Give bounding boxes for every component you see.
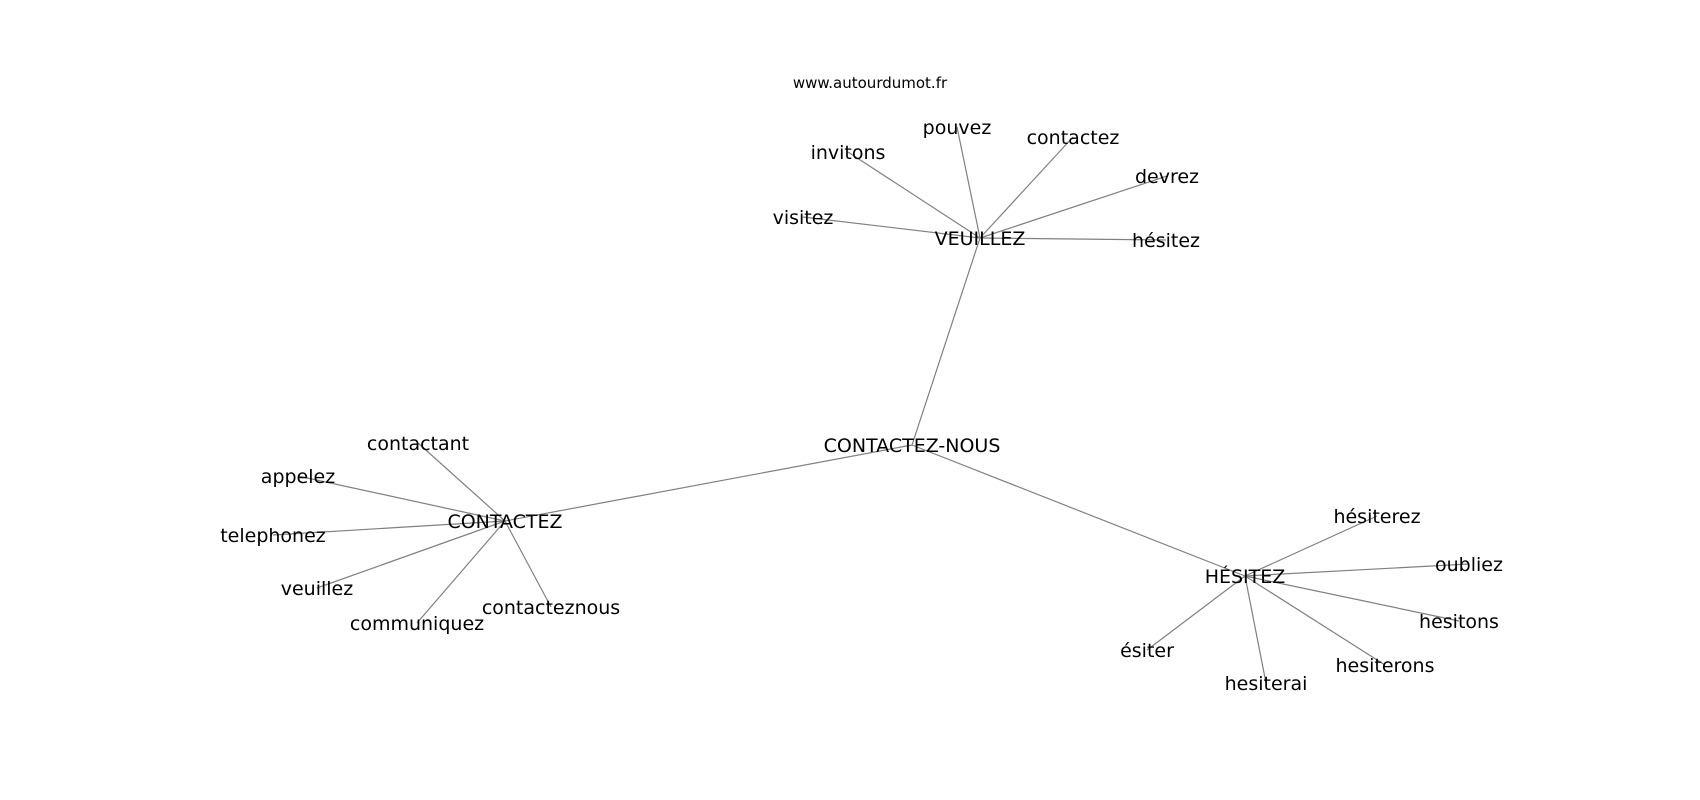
node-label-communiquez: communiquez [350, 613, 484, 635]
node-label-hesitons: hesitons [1419, 611, 1499, 633]
node-label-devrez: devrez [1135, 166, 1199, 188]
edge-hesitez-hesiterons [1244, 575, 1386, 666]
node-label-contactant: contactant [367, 433, 469, 455]
edge-contactez-nous-contactez [504, 444, 913, 522]
node-label-invitons: invitons [811, 142, 886, 164]
edge-veuillez-contactez [979, 136, 1074, 239]
edge-hesitez-esiter [1146, 575, 1246, 651]
edge-contactez-nous-veuillez [911, 237, 981, 446]
node-label-hesiterons: hesiterons [1335, 655, 1434, 677]
edge-contactez-nous-hesitez [911, 444, 1246, 577]
node-label-contactez: CONTACTEZ [447, 511, 562, 533]
node-label-hesitez: HÉSITEZ [1205, 565, 1286, 588]
node-label-hesiterai: hesiterai [1225, 673, 1308, 695]
node-label-visitez: visitez [773, 207, 834, 229]
node-label-pouvez: pouvez [923, 117, 992, 139]
edge-contactez-contacteznous [504, 520, 552, 608]
edge-contactez-communiquez [416, 520, 506, 624]
edge-hesitez-hesiterez [1244, 515, 1378, 577]
edge-hesitez-hesiterai [1244, 575, 1267, 684]
node-label-veuillez: VEUILLEZ [935, 228, 1026, 250]
edge-veuillez-hesitez_l [979, 237, 1167, 241]
node-label-appelez: appelez [261, 466, 335, 488]
node-label-hesiterez: hésiterez [1333, 506, 1420, 528]
edge-veuillez-devrez [979, 175, 1168, 239]
edge-veuillez-pouvez [956, 126, 981, 239]
node-label-esiter: ésiter [1120, 640, 1174, 662]
edge-hesitez-hesitons [1244, 575, 1460, 622]
watermark-text: www.autourdumot.fr [793, 74, 948, 92]
edge-contactez-appelez [297, 475, 506, 522]
nodes-layer: CONTACTEZ-NOUS VEUILLEZ CONTACTEZ HÉSITEZ in… [220, 117, 1503, 695]
node-label-contacteznous: contacteznous [482, 597, 620, 619]
node-label-oubliez: oubliez [1435, 554, 1503, 576]
edge-contactez-contactant [417, 442, 506, 522]
edge-veuillez-visitez [802, 216, 981, 239]
node-label-telephonez: telephonez [220, 525, 326, 547]
node-label-contactez: contactez [1027, 127, 1120, 149]
edge-contactez-telephonez [272, 520, 506, 536]
edges-layer [272, 126, 1470, 684]
node-label-hesitez_l: hésitez [1132, 230, 1200, 252]
node-label-veuillez_l: veuillez [281, 578, 354, 600]
edge-hesitez-oubliez [1244, 563, 1470, 577]
edge-veuillez-invitons [847, 151, 981, 239]
node-label-contactez-nous: CONTACTEZ-NOUS [824, 435, 1001, 457]
edge-contactez-veuillez_l [316, 520, 506, 589]
